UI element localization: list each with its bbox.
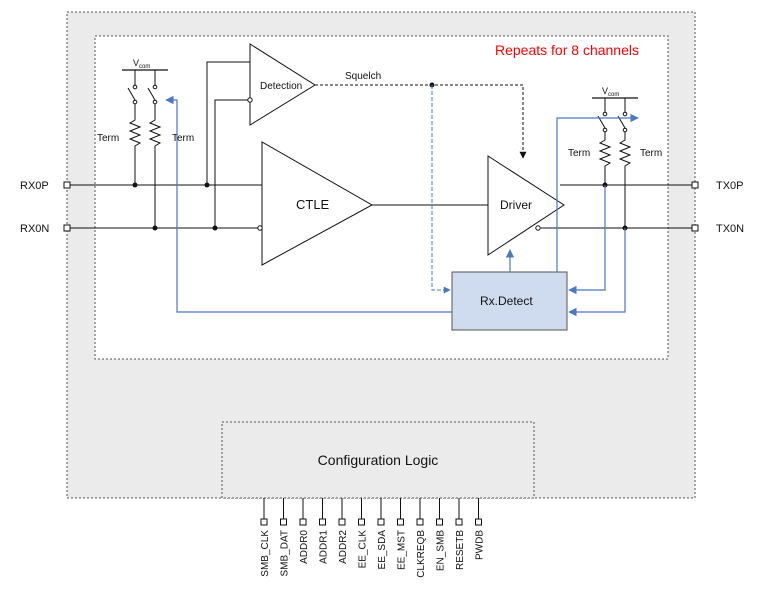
pin-label-resetb: RESETB xyxy=(455,530,466,570)
pin-label-ee-clk: EE_CLK xyxy=(358,530,369,569)
left-switch-1 xyxy=(127,87,136,101)
pin-label-addr1: ADDR1 xyxy=(319,530,330,564)
squelch-line xyxy=(315,84,527,159)
right-sw1-pivot xyxy=(602,127,608,133)
rxdetect-to-left-switch xyxy=(165,95,452,313)
rx0p-label: RX0P xyxy=(20,180,49,192)
pin-ee-mst xyxy=(397,518,404,526)
right-term-label-1: Term xyxy=(568,148,590,159)
pin-en-smb xyxy=(436,518,443,526)
pin-label-ee-mst: EE_MST xyxy=(397,530,408,570)
pin-label-addr2: ADDR2 xyxy=(338,530,349,564)
pin-label-smb-clk: SMB_CLK xyxy=(260,530,271,577)
bottom-pin-row: SMB_CLK SMB_DAT ADDR0 ADDR1 ADDR2 EE_CLK EE_SD… xyxy=(260,498,486,578)
detection-input-n xyxy=(214,99,248,228)
channel-boundary xyxy=(94,35,669,360)
pin-clkreqb xyxy=(416,518,424,526)
configuration-logic-block xyxy=(221,421,535,499)
squelch-label: Squelch xyxy=(345,71,381,82)
ctle-amplifier xyxy=(261,141,374,266)
detection-label: Detection xyxy=(260,81,302,92)
left-sw1-contact xyxy=(132,84,138,90)
right-sw1-contact xyxy=(602,111,608,117)
detection-invert-bubble xyxy=(247,97,253,103)
driver-label: Driver xyxy=(500,198,532,212)
left-switch-2 xyxy=(147,87,156,101)
repeat-banner: Repeats for 8 channels xyxy=(495,42,639,58)
txn-to-rxdetect xyxy=(568,228,626,317)
left-term-label-1: Term xyxy=(97,133,119,144)
pin-label-smb-dat: SMB_DAT xyxy=(280,530,291,577)
pin-addr1 xyxy=(319,518,326,526)
right-vcom-label: Vcom xyxy=(602,86,619,98)
rx-detect-label: Rx.Detect xyxy=(480,294,533,308)
squelch-to-rxdetect xyxy=(431,85,451,294)
right-resistor-2 xyxy=(618,132,632,228)
pin-pwdb xyxy=(475,518,482,526)
left-resistor-1 xyxy=(128,104,142,185)
rx0n-pin xyxy=(63,224,71,232)
left-vcom-label: Vcom xyxy=(133,58,150,70)
left-sw2-pivot xyxy=(152,99,158,105)
pin-smb-clk xyxy=(260,518,268,526)
pin-resetb xyxy=(455,518,463,526)
rx0p-pin xyxy=(63,181,71,189)
pin-label-pwdb: PWDB xyxy=(475,530,486,560)
tx0p-pin xyxy=(691,181,699,189)
tx0n-pin xyxy=(691,224,699,232)
left-sw2-contact xyxy=(152,84,158,90)
detection-amplifier xyxy=(249,43,316,126)
left-junction-p xyxy=(132,182,138,188)
detection-junction-p xyxy=(204,182,210,188)
pin-ee-sda xyxy=(377,518,385,526)
driver-amplifier xyxy=(487,155,565,256)
right-term-label-2: Term xyxy=(640,148,662,159)
txp-to-rxdetect xyxy=(568,185,606,295)
ctle-invert-bubble xyxy=(257,225,263,231)
pin-ee-clk xyxy=(358,518,365,526)
pin-addr0 xyxy=(299,518,307,526)
left-sw1-pivot xyxy=(132,99,138,105)
rx-detect-block xyxy=(451,271,568,331)
pin-label-clkreqb: CLKREQB xyxy=(416,530,427,578)
driver-invert-bubble xyxy=(535,225,541,231)
detection-junction-n xyxy=(212,225,218,231)
tx0p-label: TX0P xyxy=(716,180,744,192)
pin-label-en-smb: EN_SMB xyxy=(436,530,447,571)
left-term-label-2: Term xyxy=(172,133,194,144)
ctle-label: CTLE xyxy=(296,197,330,212)
right-sw2-contact xyxy=(622,111,628,117)
left-junction-n xyxy=(152,225,158,231)
pin-label-ee-sda: EE_SDA xyxy=(377,530,388,570)
configuration-logic-label: Configuration Logic xyxy=(318,452,439,468)
rxdetect-to-right-switch xyxy=(556,113,639,272)
pin-label-addr0: ADDR0 xyxy=(299,530,310,564)
pin-smb-dat xyxy=(280,518,287,526)
pin-addr2 xyxy=(338,518,346,526)
tx0n-label: TX0N xyxy=(716,223,744,235)
right-resistor-1 xyxy=(598,132,612,185)
detection-input-p xyxy=(206,61,250,185)
right-sw2-pivot xyxy=(622,127,628,133)
left-resistor-2 xyxy=(148,104,162,228)
rx0n-label: RX0N xyxy=(20,223,49,235)
